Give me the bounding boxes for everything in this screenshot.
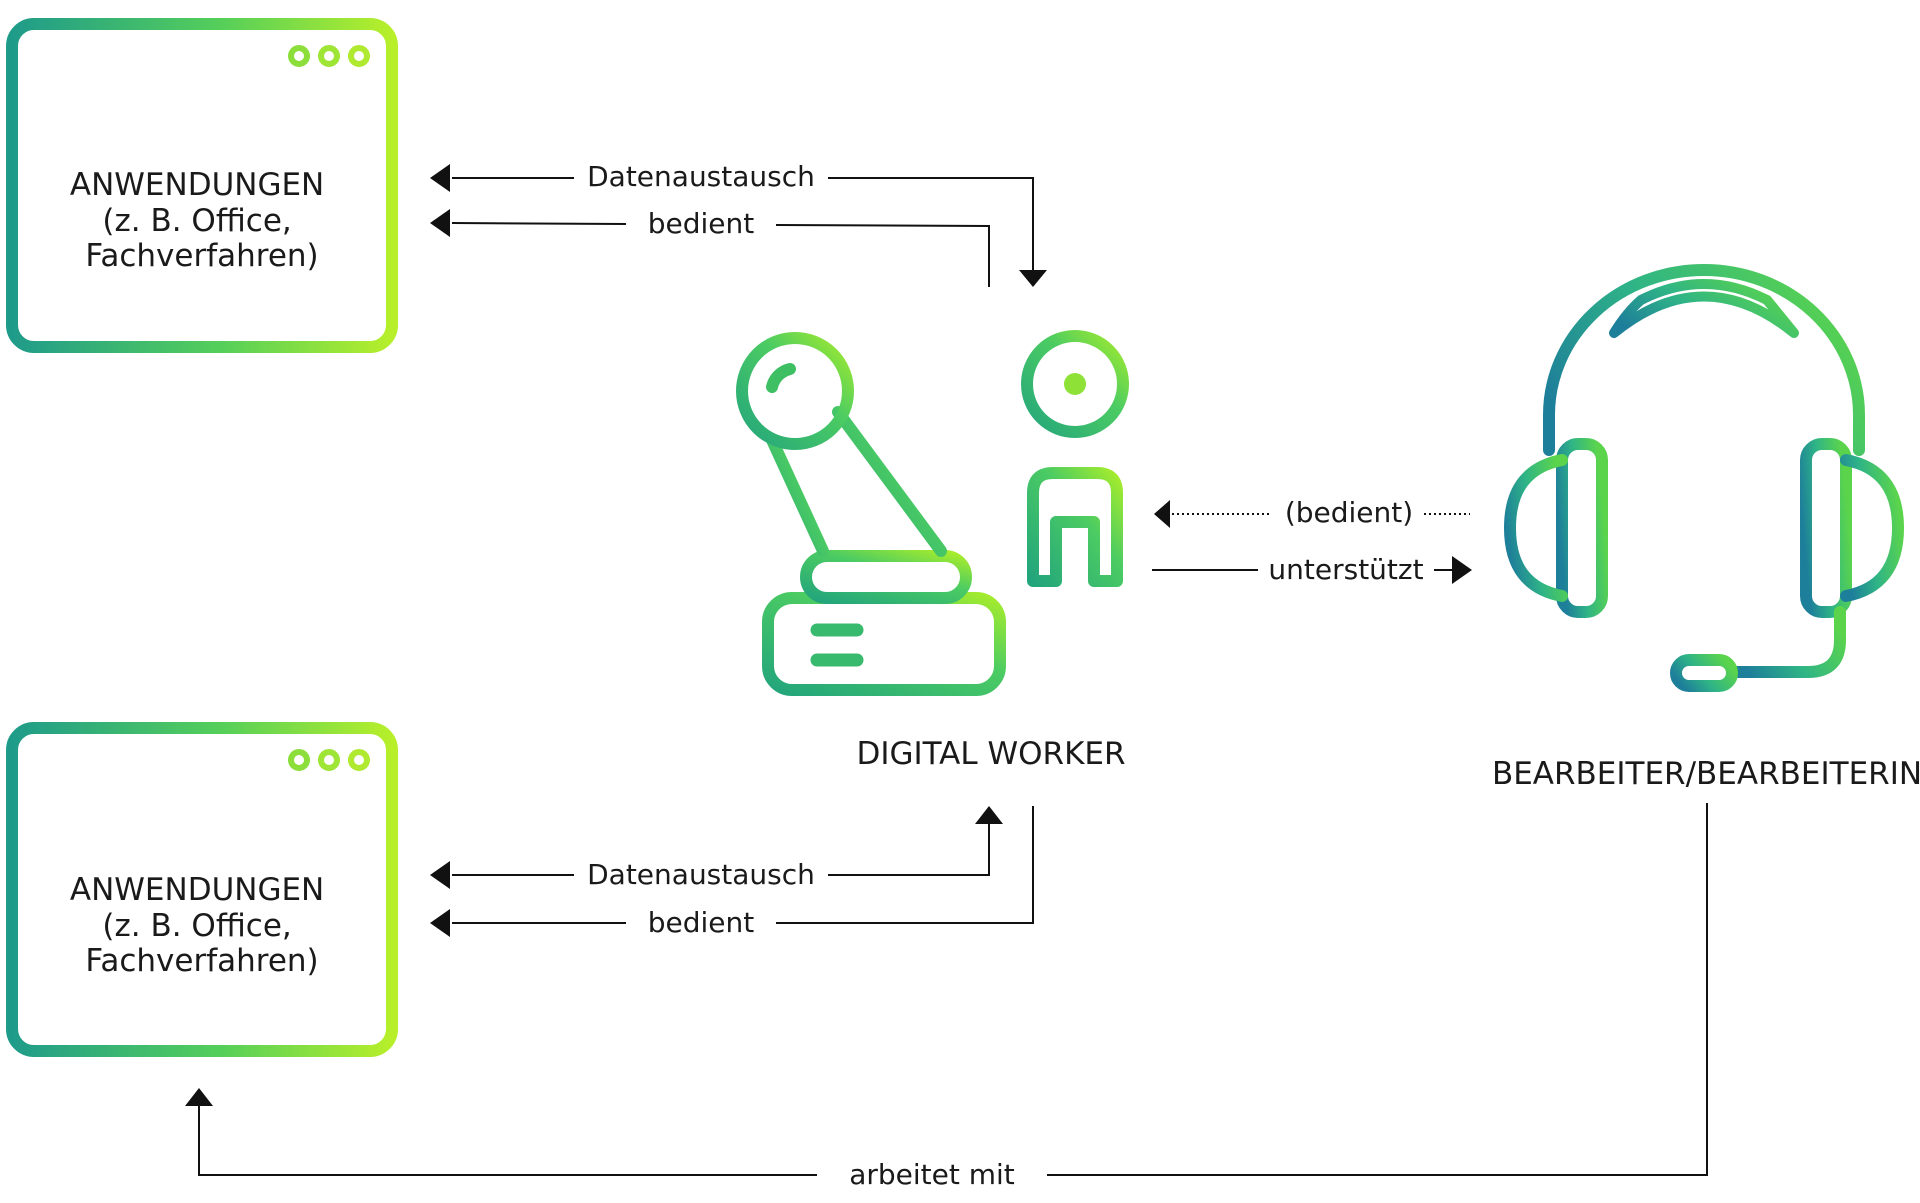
robot-arm-icon [736, 330, 1129, 696]
app-window-bottom: ANWENDUNGEN (z. B. Office, Fachverfahren… [6, 722, 398, 1057]
label-line-3: Fachverfahren) [85, 238, 318, 274]
edge-label: arbeitet mit [849, 1158, 1015, 1191]
label-line-2: (z. B. Office, [102, 908, 291, 944]
browser-window-icon [6, 18, 398, 353]
arrowhead-left-icon [430, 209, 450, 237]
arrowhead-up-icon [185, 1088, 213, 1106]
label-line-3: Fachverfahren) [85, 943, 318, 979]
arrowhead-right-icon [1452, 556, 1472, 584]
label-line-1: ANWENDUNGEN [70, 872, 324, 908]
label-line-2: (z. B. Office, [102, 203, 291, 239]
app-window-top-label: ANWENDUNGEN (z. B. Office, Fachverfahren… [70, 167, 334, 274]
headset-icon [1504, 264, 1904, 692]
edge-label: unterstützt [1268, 553, 1423, 586]
label-line-1: ANWENDUNGEN [70, 167, 324, 203]
edge-label: Datenaustausch [587, 160, 815, 193]
edge-arbeitet-mit: arbeitet mit [185, 803, 1708, 1191]
bearbeiter-node: BEARBEITER/BEARBEITERIN [1492, 264, 1920, 792]
bearbeiter-label: BEARBEITER/BEARBEITERIN [1492, 756, 1920, 792]
arrowhead-left-icon [430, 164, 450, 192]
arrowhead-up-icon [975, 806, 1003, 824]
arrowhead-left-icon [430, 909, 450, 937]
browser-window-icon [6, 722, 398, 1057]
edge-label: (bedient) [1285, 496, 1413, 529]
arrowhead-left-icon [1154, 500, 1170, 528]
edge-bottom-datenaustausch: Datenaustausch [430, 806, 1003, 891]
digital-worker-node: DIGITAL WORKER [736, 330, 1129, 772]
edge-top-bedient: bedient [430, 207, 990, 287]
edge-unterstuetzt: unterstützt [1152, 553, 1472, 586]
edge-label: bedient [648, 906, 755, 939]
app-window-bottom-label: ANWENDUNGEN (z. B. Office, Fachverfahren… [70, 872, 334, 979]
arrowhead-down-icon [1019, 270, 1047, 287]
digital-worker-label: DIGITAL WORKER [856, 736, 1125, 772]
app-window-top: ANWENDUNGEN (z. B. Office, Fachverfahren… [6, 18, 398, 353]
edge-bottom-bedient: bedient [430, 806, 1034, 939]
edge-bedient-dotted: (bedient) [1154, 496, 1470, 529]
edge-label: bedient [648, 207, 755, 240]
arrowhead-left-icon [430, 861, 450, 889]
edge-top-datenaustausch: Datenaustausch [430, 160, 1047, 287]
edge-label: Datenaustausch [587, 858, 815, 891]
